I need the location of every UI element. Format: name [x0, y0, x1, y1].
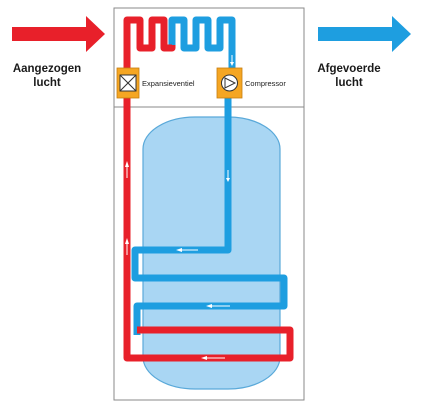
exhaust-air-arrow [318, 16, 411, 52]
valve-x-icon [119, 74, 137, 92]
hot-supply-pipe [123, 95, 294, 362]
intake-air-arrow [12, 16, 105, 52]
evaporator-coil-blue [168, 16, 236, 70]
intake-air-label-line2: lucht [33, 77, 61, 89]
condenser-coil-red [123, 16, 176, 78]
intake-air-label-line1: Aangezogen [13, 63, 81, 75]
compressor-icon [221, 74, 238, 92]
compressor [216, 67, 243, 99]
flow-arrows [125, 55, 234, 360]
expansion-valve-label: Expansieventiel [142, 79, 195, 88]
expansion-valve [116, 67, 140, 99]
exhaust-air-label-line1: Afgevoerde [317, 63, 380, 75]
compressor-label: Compressor [245, 79, 286, 88]
exhaust-air-label-line2: lucht [335, 77, 363, 89]
cold-return-pipe [131, 95, 288, 335]
